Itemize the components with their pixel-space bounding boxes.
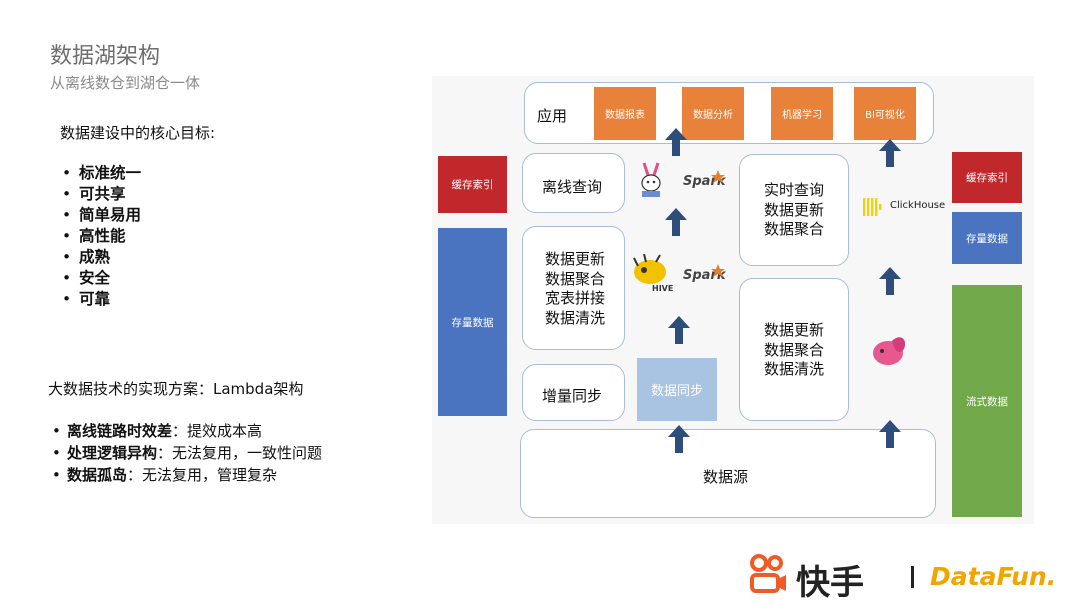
goals-heading: 数据建设中的核心目标: <box>60 124 216 142</box>
page-subtitle: 从离线数仓到湖仓一体 <box>50 74 201 92</box>
app-item-report: 数据报表 <box>594 87 656 140</box>
left-cache-index: 缓存索引 <box>438 156 507 213</box>
goal-item: 安全 <box>62 268 141 289</box>
incremental-sync-box <box>522 364 625 421</box>
stream-line: 数据清洗 <box>763 360 824 378</box>
up-arrow-icon <box>665 208 687 236</box>
footer-divider <box>911 566 914 588</box>
up-arrow-icon <box>879 139 901 167</box>
right-stream-data: 流式数据 <box>952 285 1022 517</box>
goal-item: 简单易用 <box>62 205 141 226</box>
clickhouse-icon <box>863 198 882 216</box>
batch-processing-labels: 数据更新 数据聚合 宽表拼接 数据清洗 <box>530 250 620 328</box>
batch-line: 数据清洗 <box>544 308 605 327</box>
stream-line: 数据聚合 <box>763 340 824 359</box>
realtime-line: 数据更新 <box>763 200 824 219</box>
up-arrow-icon <box>879 267 901 295</box>
offline-query-box <box>522 153 625 213</box>
offline-query-label: 离线查询 <box>542 178 603 196</box>
right-stock-data: 存量数据 <box>952 212 1022 264</box>
presto-rabbit-icon <box>641 162 661 197</box>
incremental-sync-label: 增量同步 <box>542 387 603 405</box>
right-cache-index: 缓存索引 <box>952 152 1022 203</box>
goal-item: 可共享 <box>62 184 141 205</box>
realtime-line: 数据聚合 <box>763 220 824 238</box>
stream-processing-labels: 数据更新 数据聚合 数据清洗 <box>746 321 842 380</box>
goals-list: 标准统一 可共享 简单易用 高性能 成熟 安全 可靠 <box>62 163 141 310</box>
hive-logo-icon: HIVE <box>633 254 673 293</box>
batch-line: 宽表拼接 <box>544 289 605 307</box>
goal-item: 标准统一 <box>62 163 141 184</box>
realtime-line: 实时查询 <box>763 181 824 199</box>
batch-line: 数据聚合 <box>544 269 605 288</box>
issue-title: 离线链路时效差 <box>67 422 173 440</box>
kuaishou-logo-icon <box>750 554 786 593</box>
issue-detail: ：提效成本高 <box>172 422 263 440</box>
clickhouse-logo: ClickHouse <box>862 196 948 218</box>
hive-logo-text: HIVE <box>652 284 673 293</box>
spark-logo-icon: Spark <box>683 170 726 189</box>
up-arrow-icon <box>668 316 690 344</box>
datafun-logo: DataFun. <box>930 562 1056 591</box>
datafun-brand: DataFun. <box>930 562 1057 591</box>
data-sync-box: 数据同步 <box>637 358 717 421</box>
batch-processing-box <box>522 226 625 350</box>
issue-title: 数据孤岛 <box>67 466 128 484</box>
batch-line: 数据更新 <box>544 250 605 268</box>
issue-item: 处理逻辑异构：无法复用，一致性问题 <box>52 442 322 464</box>
left-stock-data: 存量数据 <box>438 228 507 416</box>
app-item-ml: 机器学习 <box>771 87 833 140</box>
issue-item: 离线链路时效差：提效成本高 <box>52 420 322 442</box>
spark-logo-icon-2: Spark <box>683 264 726 283</box>
realtime-query-box <box>739 154 849 266</box>
lambda-heading: 大数据技术的实现方案：Lambda架构 <box>48 380 304 398</box>
goal-item: 成熟 <box>62 247 141 268</box>
lambda-issues-list: 离线链路时效差：提效成本高 处理逻辑异构：无法复用，一致性问题 数据孤岛：无法复… <box>52 420 322 486</box>
up-arrow-icon <box>668 425 690 453</box>
stream-processing-box <box>739 278 849 421</box>
up-arrow-icon <box>879 420 901 448</box>
goal-item: 高性能 <box>62 226 141 247</box>
issue-item: 数据孤岛：无法复用，管理复杂 <box>52 464 322 486</box>
flink-squirrel-icon <box>873 337 906 365</box>
data-source-label: 数据源 <box>703 468 749 486</box>
data-source-box <box>520 429 936 518</box>
architecture-diagram: 应用 数据报表 数据分析 机器学习 BI可视化 缓存索引 存量数据 缓存索引 存… <box>432 76 1034 524</box>
realtime-query-labels: 实时查询 数据更新 数据聚合 <box>746 181 842 240</box>
issue-detail: ：无法复用，一致性问题 <box>157 444 323 462</box>
goal-item: 可靠 <box>62 289 141 310</box>
kuaishou-brand: 快手 <box>796 563 864 603</box>
issue-title: 处理逻辑异构 <box>67 444 158 462</box>
clickhouse-label: ClickHouse <box>890 200 946 211</box>
up-arrow-icon <box>665 128 687 156</box>
issue-detail: ：无法复用，管理复杂 <box>127 466 278 484</box>
app-item-analysis: 数据分析 <box>682 87 744 140</box>
app-item-bi: BI可视化 <box>854 87 916 140</box>
application-label: 应用 <box>537 107 568 125</box>
page-title: 数据湖架构 <box>50 44 161 69</box>
stream-line: 数据更新 <box>763 321 824 339</box>
